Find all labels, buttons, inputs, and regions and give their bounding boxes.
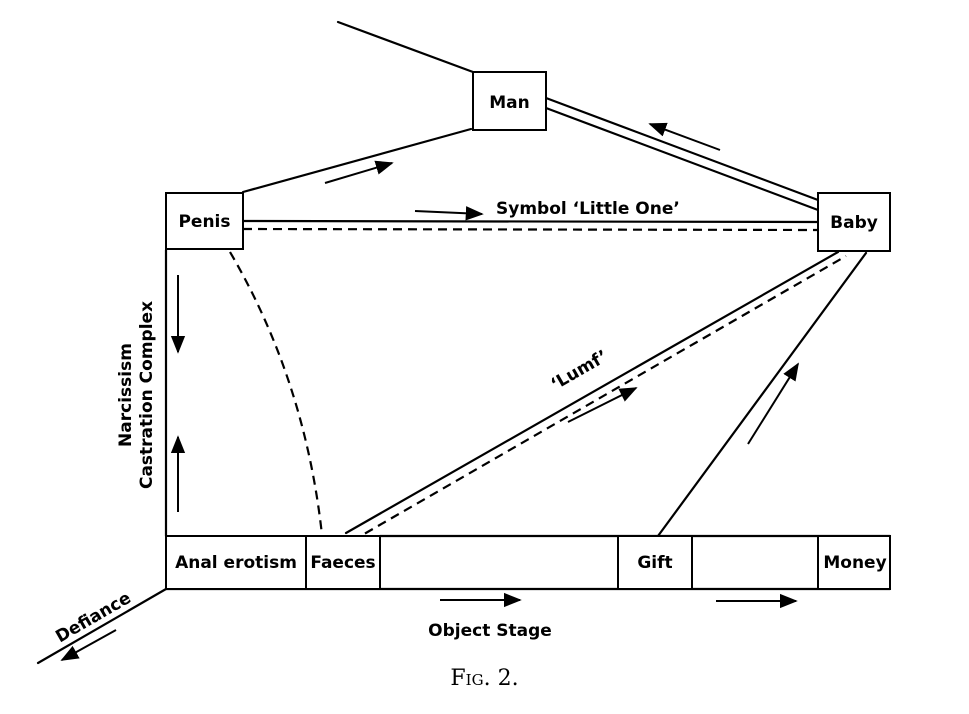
node-man-label: Man — [489, 93, 530, 113]
node-gift-label: Gift — [637, 553, 672, 573]
arrow-defiance — [60, 629, 117, 661]
node-faeces-label: Faeces — [310, 553, 375, 573]
edge-faeces-baby-dashed — [351, 255, 847, 542]
node-anal-erotism: Anal erotism — [165, 535, 307, 590]
node-faeces: Faeces — [305, 535, 381, 590]
node-penis-label: Penis — [178, 212, 230, 232]
edge-man-baby-1 — [544, 96, 820, 202]
edge-top-to-man — [336, 20, 475, 74]
edge-faeces-baby-lumf — [344, 250, 840, 535]
arrow-symbol — [414, 206, 484, 221]
node-baby-label: Baby — [830, 213, 878, 233]
arrow-baby-man — [648, 122, 721, 151]
node-anal-erotism-label: Anal erotism — [175, 553, 297, 573]
node-penis: Penis — [165, 192, 244, 250]
edge-penis-baby — [241, 219, 820, 224]
edge-penis-baby-dashed — [242, 227, 819, 232]
axis-defiance — [36, 587, 168, 665]
label-castration-complex: Castration Complex — [137, 301, 157, 489]
edge-man-baby-2 — [544, 106, 820, 212]
node-money: Money — [817, 535, 891, 590]
arrow-penis-man — [324, 160, 394, 184]
figure-caption: Fig. 2. — [450, 666, 519, 691]
node-man: Man — [472, 71, 547, 131]
arrows — [60, 122, 799, 661]
edge-gift-baby — [656, 251, 868, 538]
label-defiance: Defiance — [52, 588, 134, 647]
edge-penis-faeces-dashed — [229, 251, 324, 536]
node-gift: Gift — [617, 535, 693, 590]
arrow-gift-baby — [747, 362, 799, 445]
arrow-lumf — [567, 387, 638, 423]
node-money-label: Money — [823, 553, 886, 573]
edge-penis-man — [241, 127, 473, 194]
node-baby: Baby — [817, 192, 891, 252]
label-object-stage: Object Stage — [428, 621, 552, 641]
label-symbol-little-one: Symbol ‘Little One’ — [496, 199, 680, 219]
label-narcissism: Narcissism — [116, 343, 136, 447]
